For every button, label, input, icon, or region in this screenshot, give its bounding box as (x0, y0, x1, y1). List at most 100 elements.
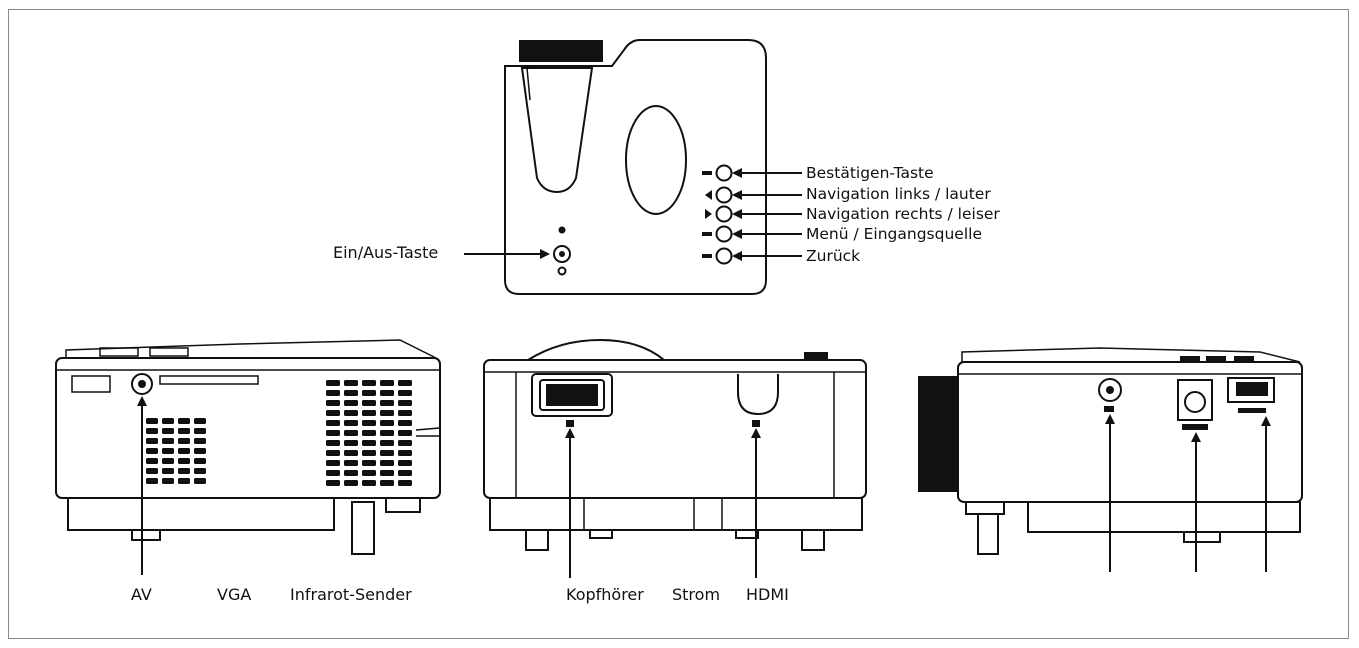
vent-slot (146, 428, 158, 434)
vent-slot (326, 410, 340, 416)
vent-slot (178, 438, 190, 444)
vent-slot (326, 440, 340, 446)
vent-slot (344, 420, 358, 426)
vent-slot (362, 410, 376, 416)
right-button-icon (715, 205, 733, 223)
vent-slot (326, 390, 340, 396)
vent-slot (326, 470, 340, 476)
diagram-frame (8, 9, 1349, 639)
vent-slot (326, 460, 340, 466)
vent-slot (380, 470, 394, 476)
vent-slot (380, 440, 394, 446)
right-middle-port (1177, 379, 1213, 421)
vent-slot (178, 448, 190, 454)
vent-slot (380, 460, 394, 466)
vent-slot (162, 428, 174, 434)
vent-slot (162, 448, 174, 454)
vent-slot (380, 400, 394, 406)
vent-slot (326, 380, 340, 386)
left-side-body (55, 357, 441, 499)
vent-slot (146, 448, 158, 454)
vent-slot (178, 428, 190, 434)
vent-slot (398, 390, 412, 396)
vent-slot (344, 440, 358, 446)
infrared-sender-label: Infrarot-Sender (290, 585, 412, 604)
vent-slot (398, 460, 412, 466)
vent-slot (162, 418, 174, 424)
vent-slot (362, 420, 376, 426)
menu-button-label: Menü / Eingangsquelle (806, 225, 982, 243)
vent-slot (362, 460, 376, 466)
back-button-icon (715, 247, 733, 265)
vent-slot (178, 478, 190, 484)
vent-slot (344, 480, 358, 486)
vent-slot (162, 478, 174, 484)
vent-slot (178, 458, 190, 464)
ok-button-icon (715, 164, 733, 182)
vent-slot (362, 390, 376, 396)
vent-slot (380, 390, 394, 396)
vent-slot (398, 420, 412, 426)
power-button-icon (553, 245, 571, 263)
right-vent-grid (326, 380, 412, 486)
vent-slot (398, 410, 412, 416)
vent-slot (398, 380, 412, 386)
vent-slot (380, 420, 394, 426)
vent-slot (194, 438, 206, 444)
vent-slot (326, 480, 340, 486)
vent-slot (398, 470, 412, 476)
power-label: Strom (672, 585, 720, 604)
vent-slot (380, 430, 394, 436)
vent-slot (362, 480, 376, 486)
vent-slot (344, 400, 358, 406)
vent-slot (162, 468, 174, 474)
left-vent-grid (146, 418, 206, 484)
vent-slot (162, 438, 174, 444)
left-button-label: Navigation links / lauter (806, 185, 991, 203)
vent-slot (194, 418, 206, 424)
projector-front-view (483, 338, 867, 578)
vent-slot (380, 480, 394, 486)
menu-button-icon (715, 225, 733, 243)
lens-ring (519, 40, 603, 62)
lens-side-vent (918, 376, 960, 492)
vga-label: VGA (217, 585, 251, 604)
vent-slot (162, 458, 174, 464)
vent-slot (344, 390, 358, 396)
vent-slot (326, 450, 340, 456)
vent-slot (344, 380, 358, 386)
vent-slot (380, 410, 394, 416)
vent-slot (178, 418, 190, 424)
vent-slot (178, 468, 190, 474)
left-button-icon (715, 186, 733, 204)
vent-slot (194, 468, 206, 474)
vent-slot (398, 430, 412, 436)
button-column (702, 164, 733, 265)
vent-slot (362, 450, 376, 456)
vent-slot (398, 400, 412, 406)
projector-top-view (464, 39, 802, 295)
power-button-label: Ein/Aus-Taste (333, 243, 438, 262)
right-button-label: Navigation rechts / leiser (806, 205, 1000, 223)
back-button-label: Zurück (806, 247, 860, 265)
vent-slot (194, 428, 206, 434)
vent-slot (380, 380, 394, 386)
vent-slot (146, 478, 158, 484)
vent-slot (344, 430, 358, 436)
power-led-icon (558, 226, 566, 234)
hdmi-arch (737, 374, 779, 416)
top-oval-vent (625, 105, 687, 215)
vent-slot (362, 430, 376, 436)
lens-cone (520, 67, 594, 194)
vent-slot (398, 440, 412, 446)
vent-slot (362, 380, 376, 386)
vent-slot (362, 400, 376, 406)
av-label: AV (131, 585, 152, 604)
headphone-label: Kopfhörer (566, 585, 644, 604)
vent-slot (362, 470, 376, 476)
vent-slot (194, 458, 206, 464)
vent-slot (326, 420, 340, 426)
hdmi-label: HDMI (746, 585, 789, 604)
lens-top-dome (527, 338, 665, 361)
